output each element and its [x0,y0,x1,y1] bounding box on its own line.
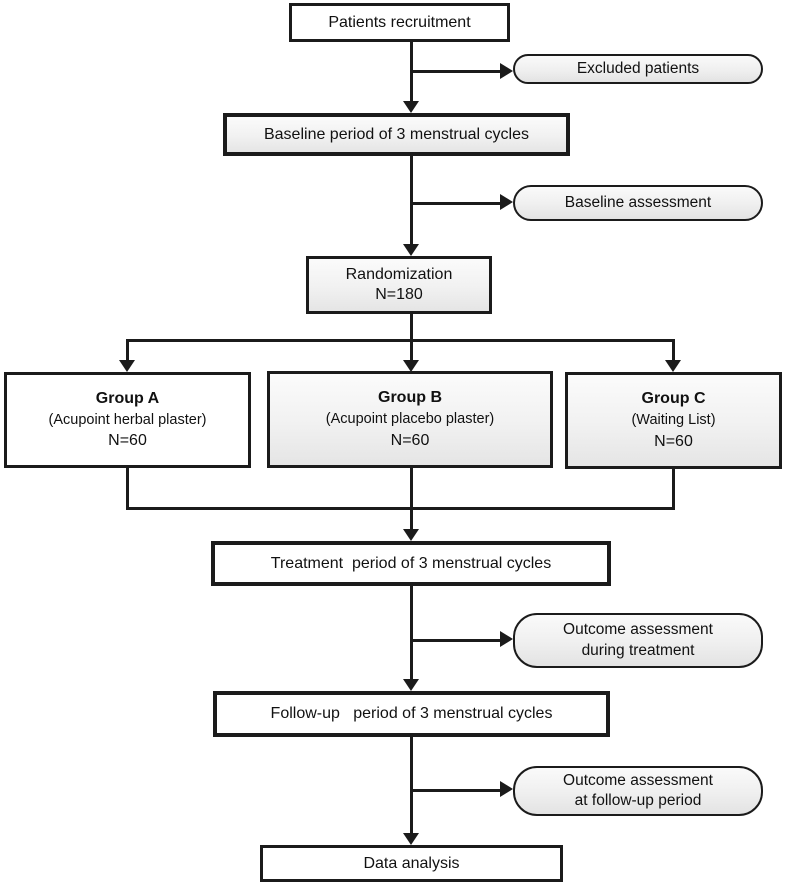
baseline-period-box: Baseline period of 3 menstrual cycles [223,113,570,156]
connector-randomization-stub [410,314,413,341]
baseline-assessment-label: Baseline assessment [564,193,712,211]
connector-to-outcome-treatment [411,639,500,642]
arrowhead-down-icon [665,360,681,372]
group-c-box: Group C (Waiting List) N=60 [565,372,782,469]
group-b-box: Group B (Acupoint placebo plaster) N=60 [267,371,553,468]
baseline-assessment-pill: Baseline assessment [513,185,763,221]
arrowhead-down-icon [403,244,419,256]
outcome-during-treatment-pill: Outcome assessment during treatment [513,613,763,668]
treatment-period-label: Treatment period of 3 menstrual cycles [270,554,552,572]
outcome-at-followup-line2: at follow-up period [574,792,702,809]
connector-followup-to-analysis [410,737,413,833]
treatment-period-box: Treatment period of 3 menstrual cycles [211,541,611,586]
outcome-at-followup-pill: Outcome assessment at follow-up period [513,766,763,816]
arrowhead-right-icon [500,631,513,647]
group-c-subtitle: (Waiting List) [631,412,716,429]
randomization-n-label: N=180 [375,286,423,303]
arrowhead-right-icon [500,194,513,210]
excluded-patients-pill: Excluded patients [513,54,763,84]
group-b-title: Group B [378,389,442,407]
arrowhead-down-icon [403,101,419,113]
randomization-box: Randomization N=180 [306,256,492,314]
connector-recruitment-to-baseline [410,42,413,104]
outcome-during-treatment-line2: during treatment [581,641,695,659]
group-a-subtitle: (Acupoint herbal plaster) [48,411,207,428]
group-c-title: Group C [641,390,706,408]
connector-split-bar [126,339,675,342]
connector-group-a-down [126,468,129,509]
arrowhead-right-icon [500,63,513,79]
arrowhead-down-icon [403,679,419,691]
connector-group-c-down [672,468,675,509]
connector-to-excluded [411,70,500,73]
group-a-title: Group A [95,389,160,407]
followup-period-box: Follow-up period of 3 menstrual cycles [213,691,610,737]
data-analysis-label: Data analysis [363,854,460,872]
connector-treatment-to-followup [410,586,413,679]
group-c-n: N=60 [654,432,693,450]
connector-drop-group-b [410,341,413,361]
connector-merge-to-treatment [410,468,413,529]
connector-to-baseline-assessment [411,202,500,205]
connector-drop-group-c [672,339,675,361]
randomization-label: Randomization [345,266,453,283]
patients-recruitment-box: Patients recruitment [289,3,510,42]
arrowhead-down-icon [403,529,419,541]
excluded-patients-label: Excluded patients [576,59,700,77]
baseline-period-label: Baseline period of 3 menstrual cycles [263,125,530,143]
connector-merge-bar [126,507,675,510]
group-b-n: N=60 [390,431,430,449]
connector-baseline-to-randomization [410,156,413,244]
connector-to-outcome-followup [411,789,500,792]
arrowhead-down-icon [119,360,135,372]
group-a-box: Group A (Acupoint herbal plaster) N=60 [4,372,251,468]
arrowhead-down-icon [403,833,419,845]
outcome-during-treatment-line1: Outcome assessment [563,621,713,639]
arrowhead-down-icon [403,360,419,372]
data-analysis-box: Data analysis [260,845,563,882]
outcome-at-followup-line1: Outcome assessment [563,771,713,789]
followup-period-label: Follow-up period of 3 menstrual cycles [270,705,553,722]
arrowhead-right-icon [500,781,513,797]
connector-drop-group-a [126,339,129,361]
group-a-n: N=60 [108,432,147,450]
group-b-subtitle: (Acupoint placebo plaster) [325,411,495,428]
patients-recruitment-label: Patients recruitment [328,13,471,31]
